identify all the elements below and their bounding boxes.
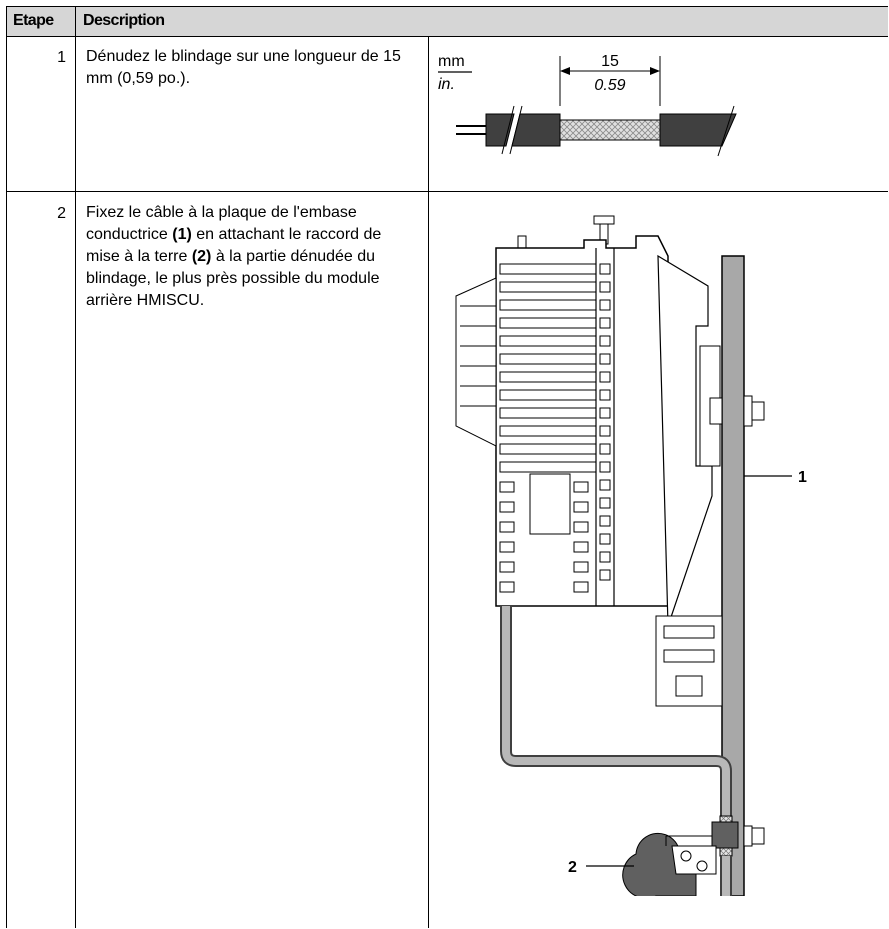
clamp-tab [671,845,717,875]
cable-jacket-left [511,113,561,147]
cable-jacket-end [485,113,515,147]
bolt-head [751,401,765,421]
dim-in-value: 0.59 [594,77,625,94]
callout-ref-1: (1) [172,226,192,243]
unit-in-label: in. [438,76,455,93]
callout-1-label: 1 [798,469,807,486]
step-text-1: Dénudez le blindage sur une longueur de … [86,48,401,87]
step-number-2: 2 [57,205,66,222]
cable-jacket-right [659,113,737,147]
dim-mm-value: 15 [601,53,619,70]
clamp-bolt-washer [743,825,753,847]
header-description: Description [76,6,888,36]
callout-ref-2: (2) [191,248,212,265]
conductive-plate [721,255,745,896]
grounding-clamp-mounted [711,821,739,849]
table-divider-step [75,6,76,928]
dim-arrow-right [650,67,660,75]
table-divider-figure [428,36,429,928]
cable-inner [502,606,730,826]
step-text-2: Fixez le câble à la plaque de l'embase c… [86,202,416,312]
step-text-2-part-2: en attachant le raccord de mise à la ter… [86,226,382,265]
procedure-table: Etape Description 1 Dénudez le blindage … [6,6,888,928]
callout-2-label: 2 [568,859,577,876]
bolt-washer [743,395,753,427]
table-row-divider [6,191,888,192]
table-border-top [6,6,888,7]
break-line-1 [501,105,515,155]
module-side-wing [455,277,497,447]
rear-bracket [657,254,713,627]
step-text-2-part-1: Fixez le câble à la plaque de l'embase c… [86,204,357,243]
header-step: Etape [6,6,75,36]
step-text-2-part-3: à la partie dénudée du blindage, le plus… [86,248,380,309]
table-header-bottom [6,36,888,37]
clamp-bolt-head [751,827,765,845]
exposed-shield [559,119,661,141]
break-line-3 [717,105,735,157]
mounting-figure: 1 2 [455,215,807,896]
bolt-nut-left [709,397,723,425]
dim-arrow-left [560,67,570,75]
top-knob [593,215,615,225]
cable-strip-figure: mm in. 15 0.59 [438,53,737,157]
unit-mm-label: mm [438,53,465,70]
step-number-1: 1 [57,49,66,66]
table-border-left [6,6,7,928]
